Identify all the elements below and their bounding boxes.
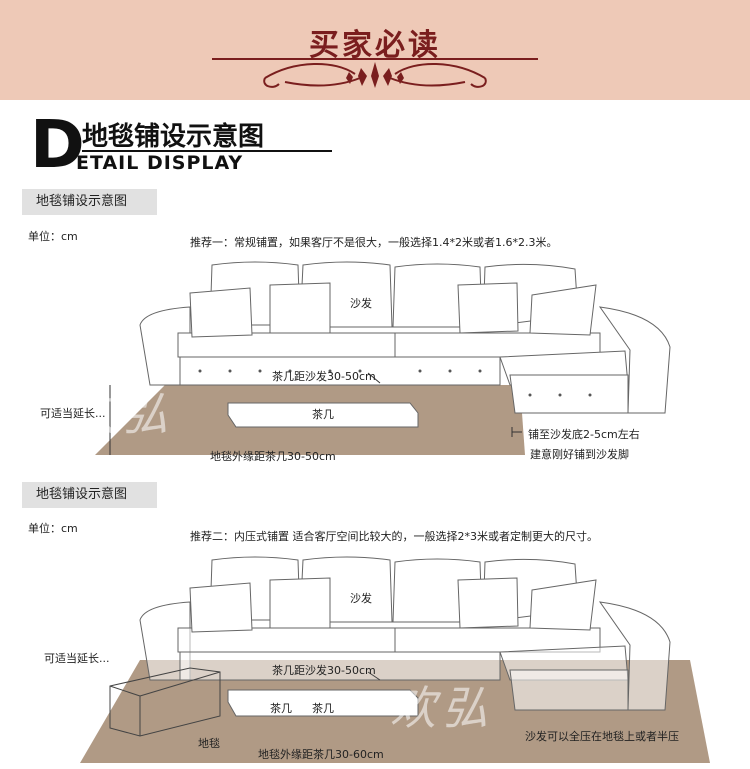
section1-sofa-label: 沙发 — [350, 297, 372, 310]
section2-rug-edge: 地毯外缘距茶几30-60cm — [258, 748, 384, 761]
section1-unit: 单位：cm — [28, 230, 78, 243]
section2-tag: 地毯铺设示意图 — [22, 482, 157, 508]
flourish-ornament-icon — [263, 62, 487, 88]
section2-unit: 单位：cm — [28, 522, 78, 535]
header-big-letter: D — [30, 106, 85, 183]
section1-tag: 地毯铺设示意图 — [22, 189, 157, 215]
header-rule — [82, 150, 332, 152]
section1-rug-edge: 地毯外缘距茶几30-50cm — [210, 450, 336, 463]
sofa-diagram-1 — [95, 261, 671, 455]
watermark-1: 欢弘 — [70, 387, 174, 441]
section2-recommendation: 推荐二：内压式铺置 适合客厅空间比较大的，一般选择2*3米或者定制更大的尺寸。 — [190, 530, 598, 543]
section1-extend: 可适当延长... — [40, 407, 106, 420]
section2-sofa-on-rug: 沙发可以全压在地毯上或者半压 — [525, 730, 679, 743]
section2-table-a: 茶几 — [270, 702, 292, 715]
header-title: 地毯铺设示意图 — [82, 122, 265, 152]
section2-extend: 可适当延长... — [44, 652, 110, 665]
section1-table-distance: 茶几距沙发30-50cm — [272, 370, 376, 383]
section1-note: 建意刚好铺到沙发脚 — [530, 448, 629, 461]
section2-rug: 地毯 — [198, 737, 220, 750]
section2-sofa-label: 沙发 — [350, 592, 372, 605]
section2-table-b: 茶几 — [312, 702, 334, 715]
watermark-2: 欢弘 — [390, 681, 494, 735]
banner: 买家必读 — [0, 0, 750, 100]
banner-title: 买家必读 — [309, 28, 441, 63]
section1-recommendation: 推荐一：常规铺置，如果客厅不是很大，一般选择1.4*2米或者1.6*2.3米。 — [190, 236, 558, 249]
header-subtitle: ETAIL DISPLAY — [76, 152, 244, 174]
section2-table-distance: 茶几距沙发30-50cm — [272, 664, 376, 677]
banner-divider — [212, 58, 538, 60]
section1-under-sofa: 铺至沙发底2-5cm左右 — [528, 428, 640, 441]
sofa-diagram-2 — [80, 556, 710, 763]
section1-table: 茶几 — [312, 408, 334, 421]
